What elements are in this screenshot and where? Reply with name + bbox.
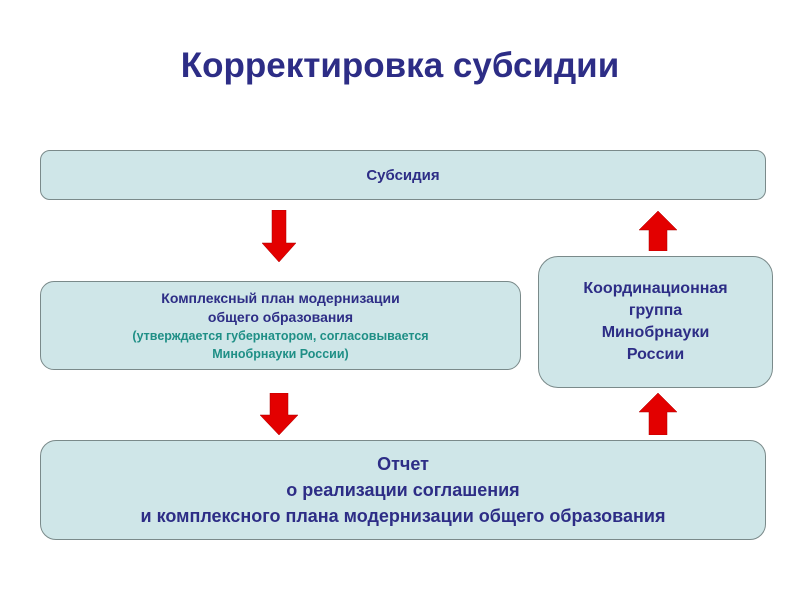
plan-note2: Минобрнауки России) <box>212 346 349 361</box>
report-line3: и комплексного плана модернизации общего… <box>140 506 666 526</box>
arrow-down-icon <box>262 210 296 262</box>
subsidy-label: Субсидия <box>366 166 440 184</box>
plan-line2: общего образования <box>207 308 354 325</box>
coordination-box: Координационная группа Минобрнауки Росси… <box>538 256 773 388</box>
coordination-line3: Минобрнауки <box>601 324 710 341</box>
arrow-up-icon <box>639 211 677 251</box>
coordination-line4: России <box>626 346 685 363</box>
plan-line1: Комплексный план модернизации <box>161 289 400 306</box>
arrow-up-icon <box>639 393 677 435</box>
coordination-line1: Координационная <box>583 280 728 297</box>
plan-box: Комплексный план модернизации общего обр… <box>40 281 521 370</box>
subsidy-box: Субсидия <box>40 150 766 200</box>
coordination-line2: группа <box>628 302 683 319</box>
plan-note1: (утверждается губернатором, согласовывае… <box>132 328 429 343</box>
report-line1: Отчет <box>377 454 429 474</box>
slide-title: Корректировка субсидии <box>180 46 620 85</box>
report-line2: о реализации соглашения <box>286 480 520 500</box>
report-box: Отчет о реализации соглашения и комплекс… <box>40 440 766 540</box>
arrow-down-icon <box>260 393 298 435</box>
